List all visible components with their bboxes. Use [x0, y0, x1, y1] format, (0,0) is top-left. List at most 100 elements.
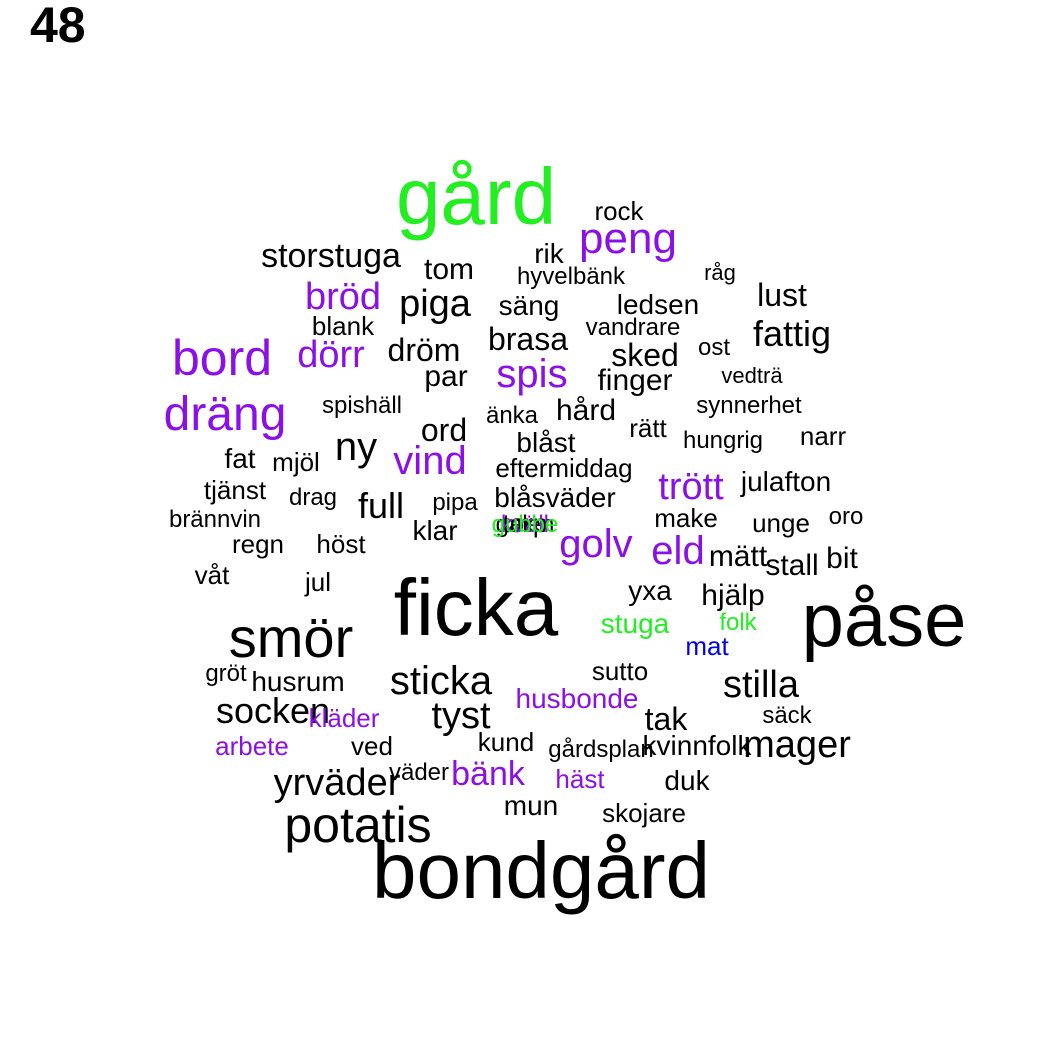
word-cloud-word: stilla [722, 664, 800, 706]
word-cloud-word: piga [399, 283, 471, 325]
word-cloud-word: hjälp [701, 579, 765, 612]
word-cloud-word: häst [555, 764, 605, 794]
word-cloud-word: vind [393, 439, 467, 483]
word-cloud-word: bord [171, 330, 273, 386]
word-cloud-word: hungrig [682, 427, 764, 454]
word-cloud-word: ledsen [616, 289, 700, 320]
word-cloud-word: bit [826, 542, 858, 575]
word-cloud-word: skojare [602, 798, 686, 828]
word-cloud-word: blank [311, 311, 375, 341]
word-cloud-word: oro [828, 503, 864, 530]
word-cloud-word: potatis [284, 797, 432, 853]
word-cloud-word: änka [485, 402, 539, 429]
word-cloud-word: jul [304, 567, 332, 597]
word-cloud-word: spis [496, 352, 568, 396]
word-cloud-word: tyst [431, 695, 491, 737]
word-cloud-word: spishäll [321, 392, 403, 419]
word-cloud-word: par [424, 360, 468, 393]
word-cloud-word: mjöl [272, 447, 320, 477]
word-cloud-word: hård [555, 394, 617, 427]
word-cloud-word: bondgård [371, 826, 711, 915]
word-cloud-word: mun [503, 790, 559, 821]
page-number: 48 [30, 0, 86, 53]
word-cloud-word: tjänst [203, 475, 267, 505]
word-cloud-word: hyvelbänk [516, 263, 626, 290]
word-cloud-word: påse [801, 578, 967, 663]
word-cloud-word: mätt [708, 540, 768, 573]
word-cloud-word: ficka [393, 563, 559, 652]
word-cloud-word: bröd [304, 276, 382, 318]
word-cloud-word: lust [757, 277, 807, 313]
word-cloud-word: unge [752, 508, 810, 538]
word-cloud-word: gubbe [491, 511, 559, 538]
word-cloud-word: torp [502, 508, 548, 538]
word-cloud-word: höst [316, 529, 366, 559]
word-cloud-word: fat [224, 443, 256, 474]
word-cloud-word: drag [288, 484, 338, 511]
word-cloud-word: ost [697, 334, 731, 361]
word-cloud-word: sutto [591, 656, 649, 686]
word-cloud-word: galen [495, 511, 555, 538]
word-cloud-word: klar [412, 515, 458, 546]
word-cloud-word: dröm [387, 332, 461, 368]
word-cloud-word: råg [704, 260, 736, 285]
word-cloud-word: regn [231, 529, 285, 559]
word-cloud-word: storstuga [261, 237, 401, 275]
word-cloud-word: mat [685, 631, 729, 661]
word-cloud-word: sked [611, 337, 679, 373]
word-cloud-word: full [357, 485, 405, 526]
word-cloud-word: kund [477, 727, 535, 757]
word-cloud-word: kvinnfolk [642, 730, 752, 761]
word-cloud-word: ord [420, 412, 468, 448]
word-cloud-word: ny [334, 425, 378, 469]
word-cloud-word: dörr [297, 334, 365, 376]
word-cloud-word: trött [658, 466, 724, 508]
word-cloud-word: tak [644, 701, 688, 737]
word-cloud-word: stuga [600, 608, 670, 639]
word-cloud-word: vedträ [721, 363, 783, 388]
word-cloud-word: arbete [215, 731, 289, 761]
word-cloud-word: yxa [628, 575, 672, 606]
word-cloud-word: rik [534, 238, 564, 269]
word-cloud-word: duk [664, 765, 710, 796]
word-cloud-word: rätt [629, 413, 667, 443]
word-cloud-word: tom [423, 253, 475, 286]
word-cloud-word: dräng [163, 388, 287, 441]
word-cloud-word: kväll [500, 511, 550, 538]
word-cloud-word: pipa [432, 489, 478, 516]
word-cloud-word: narr [799, 421, 847, 451]
word-cloud-word: vandrare [585, 314, 681, 341]
word-cloud-word: finger [597, 364, 673, 397]
word-cloud-word: smör [228, 606, 354, 669]
word-cloud-word: gårdsplan [548, 736, 654, 763]
word-cloud-word: blåsväder [494, 482, 616, 513]
word-cloud-word: mager [743, 724, 851, 766]
word-cloud-word: husrum [251, 666, 345, 697]
word-cloud-word: eld [651, 529, 705, 573]
word-cloud-word: rock [594, 196, 644, 226]
word-cloud-word: synnerhet [696, 392, 802, 419]
word-cloud-word: eftermiddag [495, 453, 633, 483]
word-cloud-word: bänk [451, 755, 525, 793]
word-cloud-word: sticka [389, 659, 493, 703]
word-cloud-word: husbonde [515, 683, 639, 714]
word-cloud-word: folk [719, 609, 757, 636]
word-cloud-word: brännvin [168, 506, 262, 533]
word-cloud-word: golv [559, 522, 633, 566]
word-cloud-word: kläder [308, 703, 380, 733]
word-cloud-word: säng [498, 290, 560, 321]
word-cloud-word: yrväder [273, 762, 401, 804]
word-cloud-word: fattig [752, 313, 832, 354]
word-cloud-word: våt [194, 560, 230, 590]
word-cloud-word: gård [395, 152, 557, 241]
word-cloud-word: make [654, 503, 718, 533]
word-cloud-word: peng [579, 214, 677, 263]
word-cloud-word: väder [388, 759, 450, 786]
word-cloud-word: säck [762, 702, 812, 729]
word-cloud-word: blåst [516, 427, 576, 458]
word-cloud-word: ved [351, 731, 393, 761]
word-cloud-word: socken [215, 690, 331, 731]
word-cloud-word: stall [765, 549, 819, 582]
